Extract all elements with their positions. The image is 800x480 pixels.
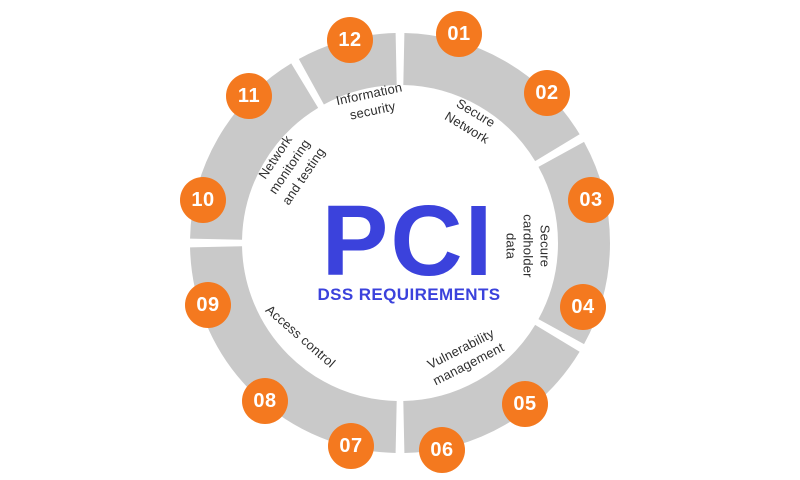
label-secure-cardholder-data: Secure cardholder data xyxy=(503,214,553,278)
requirement-badge-03: 03 xyxy=(568,177,614,223)
ring-arc-information-security xyxy=(298,33,398,105)
requirement-badge-07: 07 xyxy=(328,423,374,469)
requirement-badge-10: 10 xyxy=(180,177,226,223)
requirement-badge-11: 11 xyxy=(226,73,272,119)
requirement-badge-02: 02 xyxy=(524,70,570,116)
ring-arc-vulnerability-management xyxy=(402,324,580,453)
requirement-badge-06: 06 xyxy=(419,427,465,473)
requirement-badge-08: 08 xyxy=(242,378,288,424)
pci-subtitle: DSS REQUIREMENTS xyxy=(317,285,501,304)
requirement-badge-12: 12 xyxy=(327,17,373,63)
requirement-badge-01: 01 xyxy=(436,11,482,57)
requirement-badge-09: 09 xyxy=(185,282,231,328)
pci-title: PCI xyxy=(321,185,495,297)
ring-arc-secure-network xyxy=(402,33,580,162)
requirement-badge-05: 05 xyxy=(502,381,548,427)
requirement-badge-04: 04 xyxy=(560,284,606,330)
